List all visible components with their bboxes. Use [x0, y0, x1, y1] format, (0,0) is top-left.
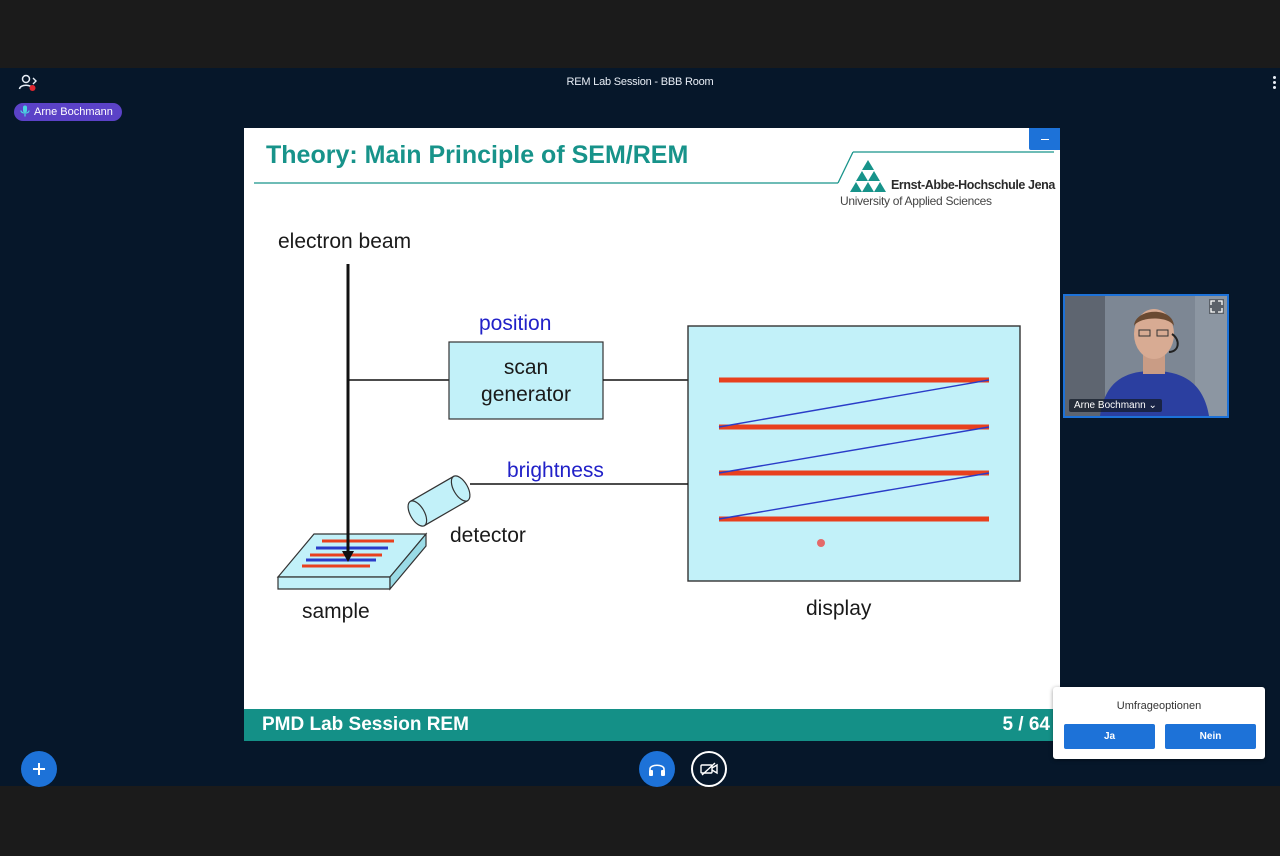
- scan-generator-box: scan generator: [449, 354, 603, 408]
- scan-label-line1: scan: [503, 356, 549, 379]
- sample-shape: [276, 532, 428, 591]
- logo-name: Ernst-Abbe-Hochschule Jena: [891, 178, 1055, 192]
- minimize-presentation-button[interactable]: [1029, 128, 1060, 150]
- sem-diagram: [254, 151, 1054, 591]
- poll-options-panel: Umfrageoptionen Ja Nein: [1053, 687, 1265, 759]
- window-title: REM Lab Session - BBB Room: [566, 76, 714, 88]
- label-detector: detector: [450, 524, 526, 547]
- poll-title: Umfrageoptionen: [1116, 700, 1202, 712]
- poll-no-button[interactable]: Nein: [1165, 724, 1256, 749]
- label-display: display: [806, 597, 872, 620]
- webcam-video: [1065, 296, 1227, 416]
- users-icon[interactable]: [18, 74, 40, 92]
- label-brightness: brightness: [507, 459, 604, 482]
- headphones-icon[interactable]: [639, 751, 675, 787]
- camera-off-icon[interactable]: [691, 751, 727, 787]
- webcam-tile[interactable]: Arne Bochmann ⌄: [1063, 294, 1229, 418]
- webcam-name-label[interactable]: Arne Bochmann ⌄: [1069, 399, 1162, 412]
- conference-app: REM Lab Session - BBB Room Arne Bochmann…: [0, 68, 1280, 787]
- label-electron-beam: electron beam: [278, 230, 412, 253]
- logo-icon: [850, 160, 886, 192]
- label-position: position: [479, 312, 552, 335]
- logo-subtitle: University of Applied Sciences: [840, 194, 992, 208]
- scan-label-line2: generator: [481, 383, 571, 406]
- detector-shape: [407, 475, 471, 527]
- expand-icon[interactable]: [1209, 299, 1224, 314]
- poll-yes-button[interactable]: Ja: [1064, 724, 1155, 749]
- talking-indicator[interactable]: Arne Bochmann: [14, 103, 122, 121]
- presentation-slide: Theory: Main Principle of SEM/REM: [244, 128, 1060, 741]
- label-sample: sample: [302, 600, 370, 623]
- slide-page-number: 5 / 64: [1002, 714, 1050, 735]
- webcam-name: Arne Bochmann: [1074, 400, 1146, 411]
- footer-title: PMD Lab Session REM: [262, 714, 469, 735]
- display-scan-lines: [718, 377, 990, 547]
- microphone-icon: [20, 105, 30, 120]
- slide-title: Theory: Main Principle of SEM/REM: [266, 141, 689, 169]
- slide-footer: PMD Lab Session REM 5 / 64: [244, 709, 1060, 741]
- more-vertical-icon[interactable]: [1270, 74, 1278, 92]
- plus-icon[interactable]: [21, 751, 57, 787]
- talker-name: Arne Bochmann: [34, 106, 113, 118]
- chevron-down-icon: ⌄: [1148, 400, 1157, 411]
